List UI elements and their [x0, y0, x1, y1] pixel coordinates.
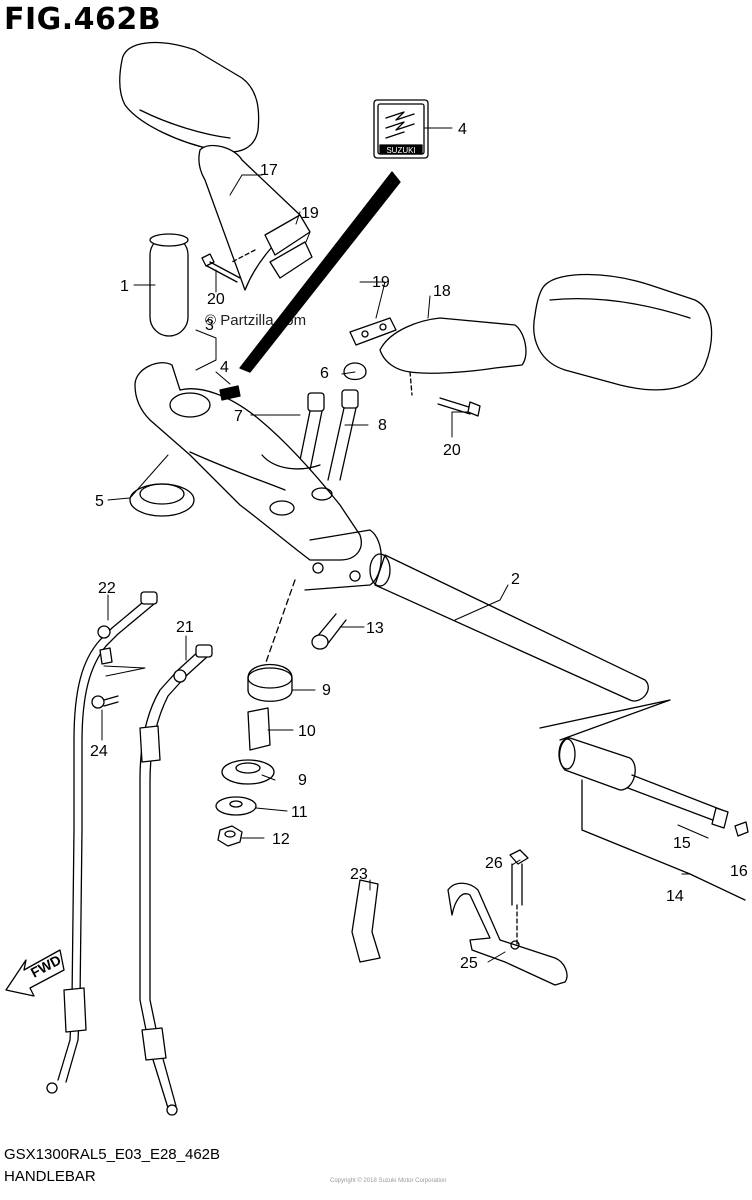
- callout-26: 26: [485, 855, 503, 872]
- callout-4-recess: 4: [220, 359, 229, 376]
- holder-rubber[interactable]: [129, 483, 195, 517]
- suzuki-emblem[interactable]: SUZUKI: [373, 99, 429, 159]
- emblem-pointer: [239, 171, 401, 373]
- emblem-recess: [219, 385, 241, 401]
- callout-23: 23: [350, 866, 368, 883]
- callout-15: 15: [673, 835, 691, 852]
- callout-4-emblem: 4: [458, 121, 467, 138]
- callout-6: 6: [320, 365, 329, 382]
- cable-bracket[interactable]: [447, 882, 568, 986]
- callout-2: 2: [511, 571, 520, 588]
- cable-clamp[interactable]: [351, 879, 381, 963]
- bolt-7[interactable]: [297, 392, 325, 471]
- callout-9-upper: 9: [322, 682, 331, 699]
- callout-12: 12: [272, 831, 290, 848]
- callout-25: 25: [460, 955, 478, 972]
- callout-19-right: 19: [372, 274, 390, 291]
- left-grip[interactable]: [149, 233, 189, 337]
- callout-21: 21: [176, 619, 194, 636]
- weight-leader: [581, 779, 746, 901]
- damper-upper[interactable]: [247, 664, 293, 702]
- spacer[interactable]: [247, 707, 271, 751]
- bolt-13[interactable]: [311, 613, 347, 650]
- washer[interactable]: [215, 796, 257, 816]
- balancer-bolt[interactable]: [627, 774, 729, 829]
- callout-5: 5: [95, 493, 104, 510]
- callout-labels: 1 2 3 4 4 5 6 7 8 9 9 10 11 12 13 14 15 …: [28, 121, 748, 981]
- callout-3: 3: [205, 317, 214, 334]
- callout-1: 1: [120, 278, 129, 295]
- callout-24: 24: [90, 743, 108, 760]
- callout-22: 22: [98, 580, 116, 597]
- throttle-cable-22[interactable]: [46, 591, 158, 1094]
- figure-title: FIG.462B: [4, 2, 162, 37]
- mirror-bolt-right[interactable]: [437, 397, 481, 417]
- callout-9-lower: 9: [298, 772, 307, 789]
- suzuki-logo-text: SUZUKI: [386, 146, 415, 155]
- callout-18: 18: [433, 283, 451, 300]
- callout-17: 17: [260, 162, 278, 179]
- callout-8: 8: [378, 417, 387, 434]
- handlebar-tube[interactable]: [369, 553, 671, 741]
- left-mirror[interactable]: [119, 41, 313, 291]
- callout-14: 14: [666, 888, 684, 905]
- mirror-bracket-right[interactable]: [349, 317, 397, 346]
- nut[interactable]: [217, 825, 243, 847]
- balancer-cap[interactable]: [734, 821, 749, 837]
- diagram-name: HANDLEBAR: [4, 1168, 96, 1185]
- copyright-text: Copyright © 2018 Suzuki Motor Corporatio…: [330, 1178, 447, 1184]
- callout-20-right: 20: [443, 442, 461, 459]
- callout-19-left: 19: [301, 205, 319, 222]
- callout-13: 13: [366, 620, 384, 637]
- callout-10: 10: [298, 723, 316, 740]
- callout-16: 16: [730, 863, 748, 880]
- bolt-8[interactable]: [327, 389, 359, 481]
- leader-lines: [101, 127, 709, 963]
- screw-24[interactable]: [91, 695, 119, 709]
- mirror-bolt-left[interactable]: [201, 253, 241, 283]
- forward-direction-arrow: [5, 949, 65, 997]
- callout-11: 11: [291, 804, 308, 821]
- balancer-weight[interactable]: [558, 737, 636, 791]
- handlebar-holder[interactable]: [134, 362, 382, 591]
- cap[interactable]: [343, 362, 367, 381]
- damper-lower[interactable]: [221, 759, 275, 785]
- diagram-code: GSX1300RAL5_E03_E28_462B: [4, 1146, 221, 1163]
- right-mirror[interactable]: [379, 273, 713, 396]
- callout-7: 7: [234, 408, 243, 425]
- bracket-bolt[interactable]: [509, 849, 529, 946]
- throttle-cable-21[interactable]: [139, 644, 213, 1116]
- callout-20-left: 20: [207, 291, 225, 308]
